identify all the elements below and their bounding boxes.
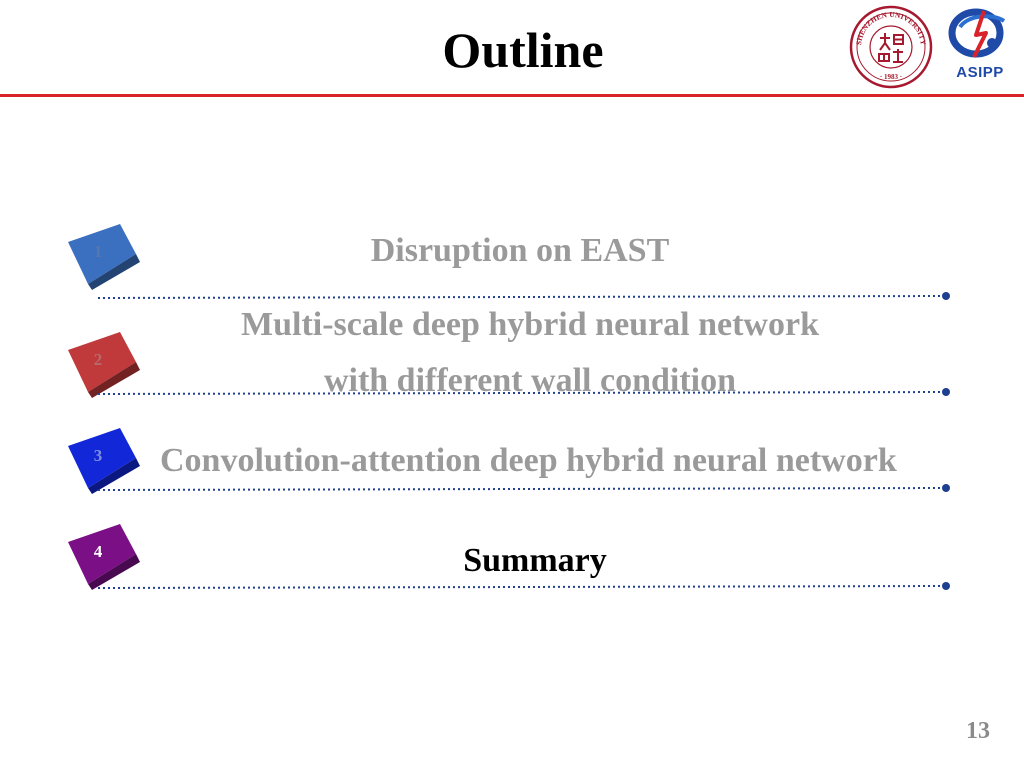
item-text-3: Convolution-attention deep hybrid neural…: [160, 442, 897, 479]
cube-face-front: [68, 332, 136, 392]
cube-face-side: [88, 362, 140, 398]
item-number-3: 3: [93, 446, 103, 465]
leader-line-4: [98, 582, 950, 590]
page-number: 13: [966, 718, 990, 744]
cube-face-side: [88, 254, 140, 290]
cube-icon-3: [68, 428, 140, 494]
title-divider: [0, 94, 1024, 97]
slide-title: Outline: [442, 22, 604, 78]
szu-seal-year: · 1983 ·: [880, 73, 902, 81]
item-text-4: Summary: [463, 542, 607, 579]
cube-face-side: [88, 554, 140, 590]
cube-face-front: [68, 224, 136, 284]
cube-icon-4: [68, 524, 140, 590]
leader-line-3: [98, 484, 950, 492]
cube-face-front: [68, 428, 136, 488]
cube-face-front: [68, 524, 136, 584]
item-text-1: Disruption on EAST: [370, 232, 670, 269]
cube-icon-1: [68, 224, 140, 290]
leader-line-1: [98, 292, 950, 300]
szu-seal-icon: SHENZHEN UNIVERSITY · 1983 ·: [849, 5, 933, 89]
asipp-logo-label: ASIPP: [956, 64, 1004, 81]
item-number-2: 2: [93, 350, 103, 369]
item-number-4: 4: [93, 542, 103, 561]
asipp-logo-icon: [948, 8, 1006, 58]
item-text-2-line-1: Multi-scale deep hybrid neural network: [241, 306, 819, 343]
item-number-1: 1: [93, 242, 103, 261]
cube-icon-2: [68, 332, 140, 398]
leader-line-2: [98, 388, 950, 396]
cube-face-side: [88, 458, 140, 494]
